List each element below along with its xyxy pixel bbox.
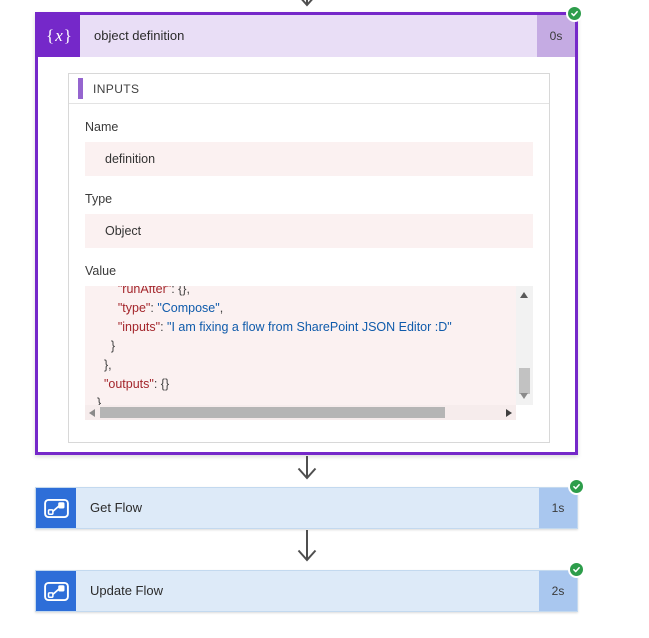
vertical-scrollbar[interactable] [516,286,533,405]
json-code-content: "runAfter": {}, "type": "Compose", "inpu… [85,286,516,405]
code-line: "inputs": "I am fixing a flow from Share… [117,320,452,334]
field-label-value: Value [85,264,117,278]
code-line: } [97,339,116,353]
power-automate-icon [36,571,76,611]
field-label-name: Name [85,120,119,134]
status-success-icon [568,561,585,578]
horizontal-scrollbar[interactable] [85,405,516,420]
action-card-object-definition: {x} object definition 0s INPUTS Name def… [35,5,583,455]
inputs-header-label: INPUTS [93,82,140,96]
action-title: object definition [94,28,185,43]
code-line: } [97,396,102,405]
scroll-left-icon[interactable] [89,408,95,417]
field-value-type: Object [85,214,533,248]
inputs-panel-header: INPUTS [69,74,549,104]
compose-fx-icon: {x} [38,15,80,57]
vertical-scrollbar-thumb[interactable] [519,368,530,394]
scrollbar-corner [516,405,533,420]
code-line: "type": "Compose", [117,301,224,315]
connector-arrow-top [296,0,318,13]
scroll-up-icon[interactable] [520,292,528,298]
action-card-get-flow[interactable]: Get Flow 1s [35,478,585,529]
raw-inputs-panel: INPUTS Name definition Type Object Value… [68,73,550,443]
code-line: "outputs": {} [103,377,170,391]
scroll-right-icon[interactable] [506,408,512,417]
action-duration: 0s [537,15,575,57]
action-duration: 1s [539,488,577,528]
code-line: "runAfter": {}, [117,286,190,296]
connector-arrow-1 [296,456,318,486]
inputs-accent-bar [78,78,83,99]
scroll-down-icon[interactable] [520,393,528,399]
field-value-name: definition [85,142,533,176]
code-line: }, [97,358,112,372]
status-success-icon [566,5,583,22]
json-value-viewer: "runAfter": {}, "type": "Compose", "inpu… [85,286,533,420]
json-code-viewport: "runAfter": {}, "type": "Compose", "inpu… [85,286,516,405]
action-card-update-flow[interactable]: Update Flow 2s [35,561,585,612]
field-label-type: Type [85,192,113,206]
action-duration: 2s [539,571,577,611]
status-success-icon [568,478,585,495]
power-automate-icon [36,488,76,528]
horizontal-scrollbar-thumb[interactable] [100,407,445,418]
action-title: Update Flow [90,583,163,598]
action-header-object-definition[interactable]: {x} object definition 0s [38,15,575,57]
connector-arrow-2 [296,530,318,568]
action-title: Get Flow [90,500,143,515]
